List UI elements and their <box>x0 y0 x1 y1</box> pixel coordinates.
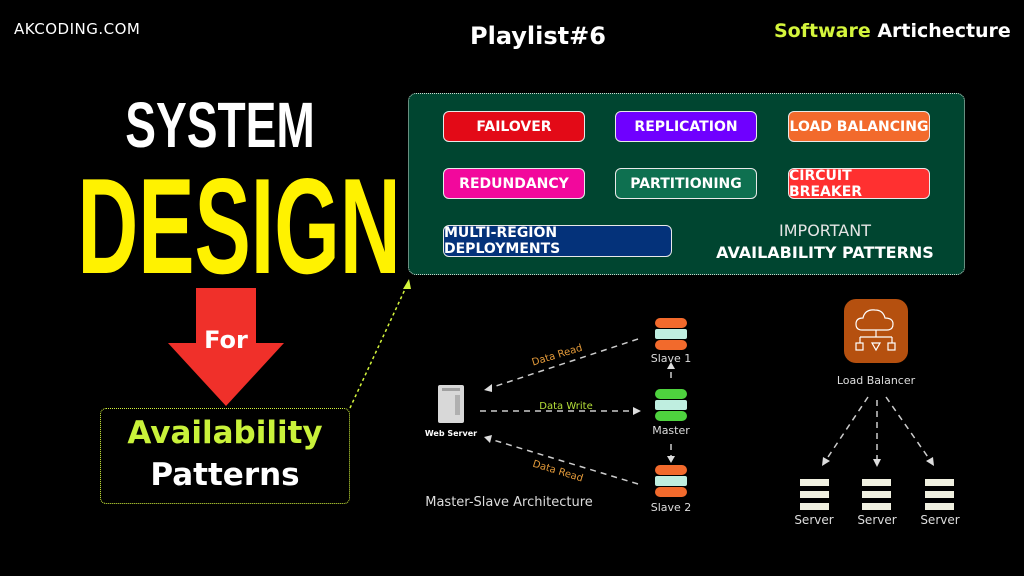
server-icon <box>925 479 954 510</box>
headline-system: SYSTEM <box>125 89 315 161</box>
series-title: Software Artichecture <box>774 20 1011 42</box>
topic-line2: Patterns <box>150 457 300 493</box>
topic-line1: Availability <box>127 415 323 451</box>
master-slave-title: Master-Slave Architecture <box>425 495 593 510</box>
caption-important: IMPORTANT <box>779 221 871 240</box>
slave2-db-icon <box>655 465 687 497</box>
server-label: Server <box>857 513 896 527</box>
slave1-label: Slave 1 <box>651 352 692 365</box>
series-rest: Artichecture <box>877 20 1011 42</box>
pattern-multi-region: MULTI-REGION DEPLOYMENTS <box>443 225 672 257</box>
lb-lines <box>825 396 931 461</box>
server-icons <box>800 479 954 510</box>
load-balancer-label: Load Balancer <box>837 374 916 387</box>
topic-box: Availability Patterns <box>100 408 350 504</box>
down-arrow-icon <box>168 288 284 406</box>
web-server-icon <box>438 385 464 423</box>
dotted-connector <box>349 279 411 409</box>
pattern-partitioning: PARTITIONING <box>615 168 757 199</box>
pattern-redundancy: REDUNDANCY <box>443 168 585 199</box>
slave1-db-icon <box>655 318 687 350</box>
pattern-failover: FAILOVER <box>443 111 585 142</box>
data-read-top-label: Data Read <box>531 343 584 369</box>
brand-name: AKCODING.COM <box>14 20 141 38</box>
caption-availability-patterns: AVAILABILITY PATTERNS <box>716 243 934 262</box>
pattern-circuit-breaker: CIRCUIT BREAKER <box>788 168 930 200</box>
headline-design: DESIGN <box>77 150 401 302</box>
playlist-title: Playlist#6 <box>470 22 606 50</box>
pattern-replication: REPLICATION <box>615 111 757 142</box>
server-icon <box>800 479 829 510</box>
server-icon <box>862 479 891 510</box>
connector-text: For <box>204 326 248 354</box>
pattern-load-balancing: LOAD BALANCING <box>788 111 930 142</box>
data-write-label: Data Write <box>539 401 592 412</box>
series-highlight: Software <box>774 20 871 42</box>
data-read-bottom-label: Data Read <box>531 459 584 485</box>
slave2-label: Slave 2 <box>651 501 692 514</box>
web-server-label: Web Server <box>425 429 477 438</box>
server-label: Server <box>920 513 959 527</box>
data-flow-lines <box>480 338 672 485</box>
load-balancer-icon <box>844 299 908 363</box>
server-label: Server <box>794 513 833 527</box>
master-db-icon <box>655 389 687 421</box>
master-label: Master <box>652 424 690 437</box>
